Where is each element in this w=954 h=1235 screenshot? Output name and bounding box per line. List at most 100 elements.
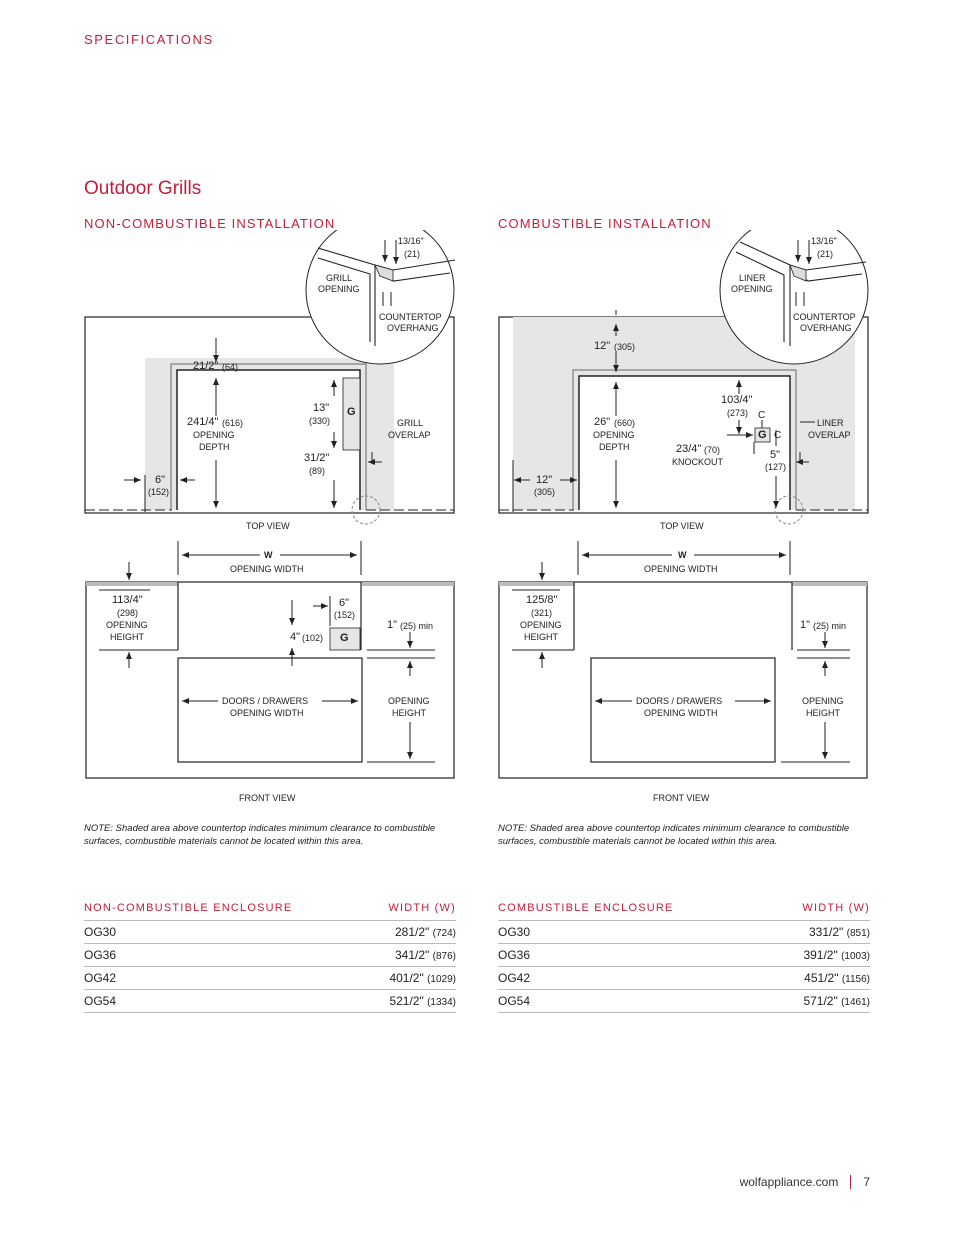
right-heading: COMBUSTIBLE INSTALLATION bbox=[498, 216, 712, 231]
model-cell: OG54 bbox=[498, 994, 531, 1008]
dim-text: OPENING bbox=[193, 430, 235, 440]
table-header: COMBUSTIBLE ENCLOSURE WIDTH (W) bbox=[498, 902, 870, 921]
dim-text: DEPTH bbox=[199, 442, 230, 452]
site-link[interactable]: wolfappliance.com bbox=[739, 1175, 839, 1189]
table-row: OG54 521/2" (1334) bbox=[84, 990, 456, 1013]
fraction: 1/2" bbox=[408, 925, 430, 939]
detail-circle bbox=[305, 230, 455, 365]
dim-label: 6" bbox=[155, 474, 166, 486]
non-combustible-diagram bbox=[84, 230, 456, 779]
col-width: WIDTH (W) bbox=[388, 902, 456, 914]
width-cell: 281/2" (724) bbox=[394, 925, 456, 939]
dim-mm: (64) bbox=[222, 362, 239, 372]
model-cell: OG30 bbox=[498, 925, 531, 939]
dim-text: OVERLAP bbox=[388, 430, 431, 440]
dim-text: OPENING WIDTH bbox=[230, 708, 304, 718]
dim-mm: (152) bbox=[334, 610, 356, 620]
clearance-shade bbox=[145, 358, 394, 510]
dim-label: 13" bbox=[313, 402, 330, 414]
fraction: 1/2" bbox=[816, 994, 838, 1008]
countertop-outline bbox=[84, 316, 455, 514]
detail-label: COUNTERTOP bbox=[379, 312, 442, 322]
page-footer: wolfappliance.com 7 bbox=[740, 1175, 870, 1189]
left-note: NOTE: Shaded area above countertop indic… bbox=[84, 823, 436, 847]
combustible-diagram bbox=[498, 230, 869, 779]
model-cell: OG36 bbox=[498, 948, 531, 962]
footer-divider bbox=[850, 1175, 852, 1189]
model-cell: OG36 bbox=[84, 948, 117, 962]
table-row: OG36 391/2" (1003) bbox=[498, 944, 870, 967]
dim-label: 31/2" bbox=[304, 452, 330, 464]
dim-label: 21/2" bbox=[193, 360, 219, 372]
dim-text: OPENING bbox=[388, 696, 430, 706]
grill-box bbox=[342, 377, 361, 451]
width-cell: 451/2" (1156) bbox=[804, 971, 870, 985]
dim-mm: (298) bbox=[117, 608, 139, 618]
clearance-shade bbox=[513, 317, 855, 510]
col-model: NON-COMBUSTIBLE ENCLOSURE bbox=[84, 902, 293, 914]
view-caption: TOP VIEW bbox=[246, 521, 290, 531]
table-row: OG30 281/2" (724) bbox=[84, 921, 456, 944]
detail-label: OPENING bbox=[318, 284, 360, 294]
fraction: 1/2" bbox=[817, 971, 839, 985]
detail-dim-mm: (21) bbox=[404, 249, 421, 259]
grill-marker: G bbox=[340, 632, 349, 644]
left-heading: NON-COMBUSTIBLE INSTALLATION bbox=[84, 216, 336, 231]
fraction: 1/2" bbox=[408, 948, 430, 962]
detail-label: OVERHANG bbox=[387, 323, 439, 333]
model-cell: OG54 bbox=[84, 994, 117, 1008]
model-cell: OG42 bbox=[84, 971, 117, 985]
dim-text: HEIGHT bbox=[392, 708, 427, 718]
width-cell: 331/2" (851) bbox=[808, 925, 870, 939]
fraction: 1/2" bbox=[816, 948, 838, 962]
combustible-table: COMBUSTIBLE ENCLOSURE WIDTH (W) OG30 331/… bbox=[498, 902, 870, 1013]
table-row: OG42 401/2" (1029) bbox=[84, 967, 456, 990]
dim-mm: (330) bbox=[309, 416, 331, 426]
w-label: W bbox=[264, 550, 273, 560]
width-cell: 571/2" (1461) bbox=[803, 994, 870, 1008]
fraction: 1/2" bbox=[822, 925, 844, 939]
table-row: OG36 341/2" (876) bbox=[84, 944, 456, 967]
table-row: OG54 571/2" (1461) bbox=[498, 990, 870, 1013]
dim-mm: (89) bbox=[309, 466, 326, 476]
table-row: OG42 451/2" (1156) bbox=[498, 967, 870, 990]
dim-mm: (25) min bbox=[400, 621, 434, 631]
doors-outline bbox=[590, 657, 776, 763]
table-row: OG30 331/2" (851) bbox=[498, 921, 870, 944]
doors-outline bbox=[177, 657, 363, 763]
width-cell: 341/2" (876) bbox=[394, 948, 456, 962]
front-outline bbox=[498, 581, 868, 779]
model-cell: OG30 bbox=[84, 925, 117, 939]
col-width: WIDTH (W) bbox=[802, 902, 870, 914]
detail-label: GRILL bbox=[326, 273, 353, 283]
dim-text: HEIGHT bbox=[110, 632, 145, 642]
width-cell: 401/2" (1029) bbox=[389, 971, 456, 985]
col-model: COMBUSTIBLE ENCLOSURE bbox=[498, 902, 674, 914]
non-combustible-table: NON-COMBUSTIBLE ENCLOSURE WIDTH (W) OG30… bbox=[84, 902, 456, 1013]
view-caption: FRONT VIEW bbox=[239, 793, 296, 803]
dim-label: 4" bbox=[290, 631, 301, 643]
dim-label: 113/4" bbox=[112, 594, 143, 606]
opening-outline bbox=[578, 375, 791, 510]
dim-text: DOORS / DRAWERS bbox=[222, 696, 309, 706]
grill-marker: G bbox=[347, 406, 356, 418]
right-note: NOTE: Shaded area above countertop indic… bbox=[498, 823, 850, 847]
dim-label: 241/4" bbox=[187, 416, 219, 428]
dim-mm: (102) bbox=[302, 633, 324, 643]
dim-mm: (616) bbox=[222, 418, 244, 428]
dim-label: 6" bbox=[339, 597, 350, 609]
dim-text: OPENING bbox=[106, 620, 148, 630]
detail-dim: 13/16" bbox=[398, 236, 424, 246]
section-label: SPECIFICATIONS bbox=[84, 32, 214, 47]
left-diagram-labels: 13/16" (21) GRILL OPENING COUNTERTOP OVE… bbox=[0, 0, 477, 810]
width-cell: 391/2" (1003) bbox=[803, 948, 870, 962]
fraction: 1/2" bbox=[402, 994, 424, 1008]
detail-circle bbox=[719, 230, 869, 365]
knockout-box bbox=[754, 427, 771, 443]
page-number: 7 bbox=[863, 1175, 870, 1189]
width-cell: 521/2" (1334) bbox=[389, 994, 456, 1008]
grill-box-front bbox=[329, 627, 361, 651]
dim-label: 1" bbox=[387, 619, 398, 631]
fraction: 1/2" bbox=[402, 971, 424, 985]
model-cell: OG42 bbox=[498, 971, 531, 985]
